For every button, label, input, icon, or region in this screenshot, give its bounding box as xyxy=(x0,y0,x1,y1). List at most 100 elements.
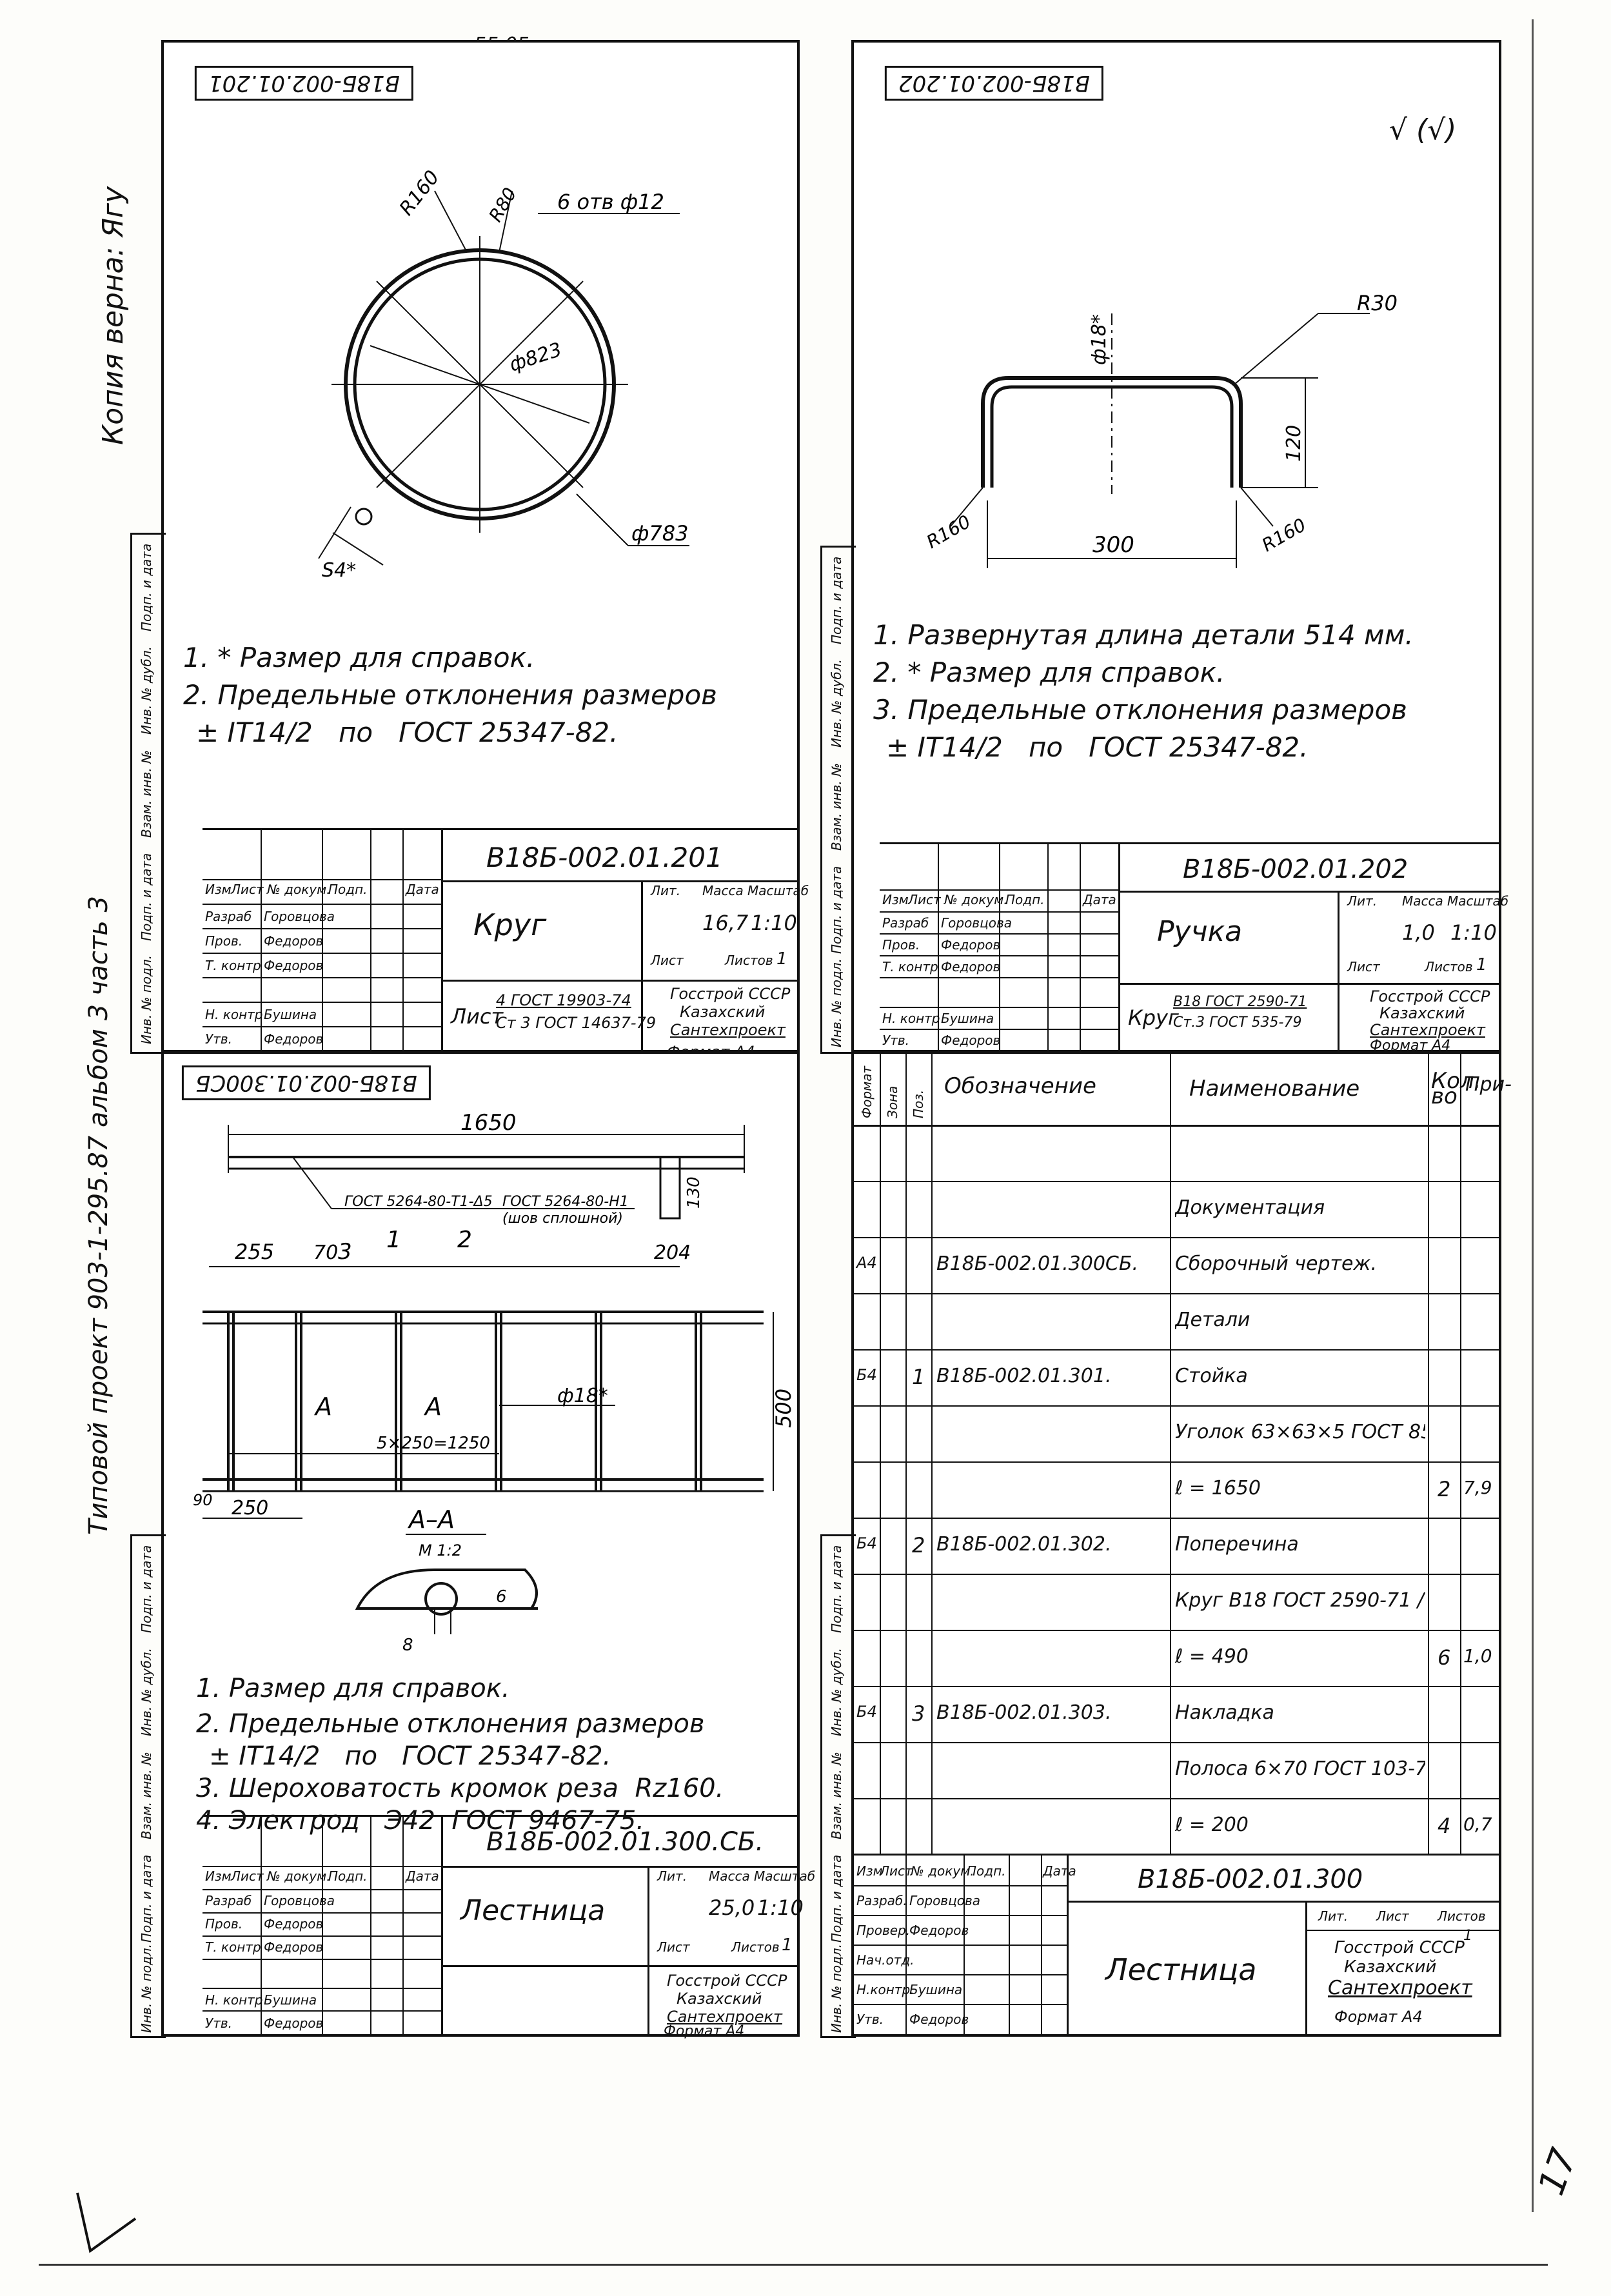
spec-cell-kol: 4 xyxy=(1438,1814,1451,1838)
sheet3-dim-255: 255 xyxy=(235,1240,274,1264)
sheet3-name: Лестница xyxy=(460,1894,606,1927)
spec-cell-kol: 6 xyxy=(1438,1645,1451,1670)
sheet3-weld-1: ГОСТ 5264-80-Т1-Δ5 xyxy=(344,1194,493,1210)
sheet1-head-list: Лист xyxy=(231,882,264,897)
sheet4-listov-value: 1 xyxy=(1463,1928,1472,1944)
sheet1-signer-0: Горовцова xyxy=(264,909,335,924)
sheet1-dim-r80: R80 xyxy=(484,184,520,225)
sheet3-pos-1: 1 xyxy=(386,1227,401,1253)
sheet3-dim-90: 90 xyxy=(193,1491,213,1509)
spec-head-prim: При- xyxy=(1465,1073,1512,1096)
sheet2-dim-r160a: R160 xyxy=(923,511,974,553)
bottom-rule xyxy=(39,2264,1548,2266)
sheet2-note-1: 1. Развернутая длина детали 514 мм. xyxy=(873,619,1414,651)
sheet2-note-2: 2. * Размер для справок. xyxy=(873,657,1225,688)
left-copy-note: Копия верна: Ягу xyxy=(97,186,130,445)
table-row: Полоса 6×70 ГОСТ 103-76 / Ст 3 ГОСТ 535-… xyxy=(854,1742,1499,1799)
sheet1-head-scale: Масштаб xyxy=(747,883,809,898)
spec-cell-poz: 3 xyxy=(912,1701,925,1726)
spec-head-kol: Кол. во xyxy=(1431,1068,1481,1109)
sheet3-section-scale: М 1:2 xyxy=(419,1541,462,1559)
sheet3-dim-500: 500 xyxy=(771,1389,796,1428)
sheet1-org-3: Сантехпроект xyxy=(670,1021,786,1039)
sheet1-material-label: Лист xyxy=(451,1004,504,1029)
spec-cell-naim: Детали xyxy=(1175,1309,1250,1331)
sheet3-note-4: 3. Шероховатость кромок реза Rz160. xyxy=(196,1774,724,1803)
sheet1-head-doc: № докум. xyxy=(267,882,331,897)
sheet3-dim-204: 204 xyxy=(654,1242,691,1264)
sheet1-list: Лист xyxy=(651,953,684,968)
sheet4-code: В18Б-002.01.300 xyxy=(1138,1865,1363,1894)
sheet2-note-4: ± IT14/2 по ГОСТ 25347-82. xyxy=(886,731,1309,763)
sheet3-dim-6: 6 xyxy=(496,1587,507,1607)
lestnica-drawing: 1650 255 70 3 1 2 ГОСТ 5264-80-Т1-Δ5 ГОС… xyxy=(193,1110,796,1655)
sheet1-dim-d783: ф783 xyxy=(631,521,688,546)
spec-cell-poz: 1 xyxy=(912,1365,925,1389)
table-row: Уголок 63×63×5 ГОСТ 8509-72 / Ст.3 ГОСТ … xyxy=(854,1405,1499,1463)
bottom-right-number: 17 xyxy=(1530,2143,1586,2201)
sheet3-dim-8: 8 xyxy=(402,1636,413,1655)
sheet3-title-block: В18Б-002.01.300.СБ. Лестница Лит. Масса … xyxy=(203,1815,815,2039)
sheet3-scale: 1:10 xyxy=(757,1895,804,1920)
spec-head-zona: Зона xyxy=(885,1085,900,1118)
sheet1-material-top: 4 ГОСТ 19903-74 xyxy=(496,991,631,1009)
sheet1-signer-5: Федоров xyxy=(264,1031,324,1047)
sheet2-mass: 1,0 xyxy=(1402,920,1435,945)
sheet3-dim-pitch: 5×250=1250 xyxy=(377,1434,490,1453)
sheet1-code: В18Б-002.01.201 xyxy=(486,842,723,873)
sheet2-material-top: В18 ГОСТ 2590-71 xyxy=(1173,994,1307,1010)
ruchka-drawing: R30 ф18* 120 300 R160 R160 xyxy=(923,291,1398,568)
sheet-specification: Формат Зона Поз. Обозначение Наименовани… xyxy=(820,1051,1512,2038)
sheet3-dim-70: 70 xyxy=(313,1242,338,1264)
sheet1-org-2: Казахский xyxy=(680,1003,766,1021)
sheet1-note-3: ± IT14/2 по ГОСТ 25347-82. xyxy=(196,717,618,748)
sheet2-dim-r160b: R160 xyxy=(1258,514,1310,556)
sheet1-dim-holes: 6 отв ф12 xyxy=(557,190,664,214)
sheet1-note-2: 2. Предельные отклонения размеров xyxy=(183,679,717,711)
sheet1-name: Круг xyxy=(473,907,547,942)
sheet2-name: Ручка xyxy=(1157,915,1243,948)
sheet1-signer-2: Федоров xyxy=(264,958,324,973)
sheet1-head-lit: Лит. xyxy=(651,883,681,898)
spec-cell-naim: Полоса 6×70 ГОСТ 103-76 / Ст 3 ГОСТ 535-… xyxy=(1175,1757,1425,1780)
spec-cell-kol: 2 xyxy=(1438,1477,1451,1501)
sheet2-material-bot: Ст.3 ГОСТ 535-79 xyxy=(1173,1014,1302,1031)
sheet1-org-1: Госстрой СССР xyxy=(670,985,791,1003)
spec-head-oboz: Обозначение xyxy=(944,1073,1096,1099)
sheet3-mass: 25,0 xyxy=(709,1895,755,1920)
spec-cell-oboz: В18Б-002.01.303. xyxy=(936,1701,1112,1724)
spec-cell-naim: Поперечина xyxy=(1175,1533,1299,1556)
sheet2-stamp-strip: Подп. и дата Инв. № дубл. Взам. инв. № П… xyxy=(820,546,856,1054)
spec-cell-format: Б4 xyxy=(856,1366,877,1384)
spec-header xyxy=(854,1054,1499,1127)
sheet3-note-3: ± IT14/2 по ГОСТ 25347-82. xyxy=(209,1741,611,1771)
spec-cell-prim: 1,0 xyxy=(1463,1645,1492,1667)
sheet3-stamp-strip: Подп. и дата Инв. № дубл. Взам. инв. № П… xyxy=(130,1534,166,2038)
spec-cell-poz: 2 xyxy=(912,1533,925,1558)
right-edge-line xyxy=(1532,19,1534,2212)
sheet1-listov-value: 1 xyxy=(776,949,787,969)
table-row xyxy=(854,1125,1499,1182)
sheet-ruchka: В18Б-002.01.202 √ (√) R30 ф18* 120 300 R… xyxy=(820,40,1508,1054)
sheet1-head-izm: Изм xyxy=(205,882,232,897)
sheet1-title-block: В18Б-002.01.201 Круг Лит. Масса Масштаб … xyxy=(203,828,809,1061)
sheet1-material-bot: Ст 3 ГОСТ 14637-79 xyxy=(496,1014,657,1032)
sheet1-note-1: 1. * Размер для справок. xyxy=(183,642,535,673)
sheet1-dim-s4: S4* xyxy=(322,559,356,582)
sheet2-dim-h120: 120 xyxy=(1283,425,1305,462)
sheet1-head-data: Дата xyxy=(406,882,439,897)
table-row: Документация xyxy=(854,1181,1499,1238)
sheet4-list: Лист xyxy=(1376,1908,1409,1924)
sheet2-listov-value: 1 xyxy=(1476,955,1487,975)
spec-cell-oboz: В18Б-002.01.301. xyxy=(936,1365,1112,1387)
sheet3-dim-250: 250 xyxy=(232,1497,268,1519)
spec-cell-naim: Сборочный чертеж. xyxy=(1175,1252,1377,1275)
sheet3-weld-2: ГОСТ 5264-80-Н1 xyxy=(502,1194,629,1210)
sheet3-pos-3: 3 xyxy=(338,1239,352,1265)
table-row: Круг В18 ГОСТ 2590-71 / Ст 3 ГОСТ 535-79 xyxy=(854,1574,1499,1631)
